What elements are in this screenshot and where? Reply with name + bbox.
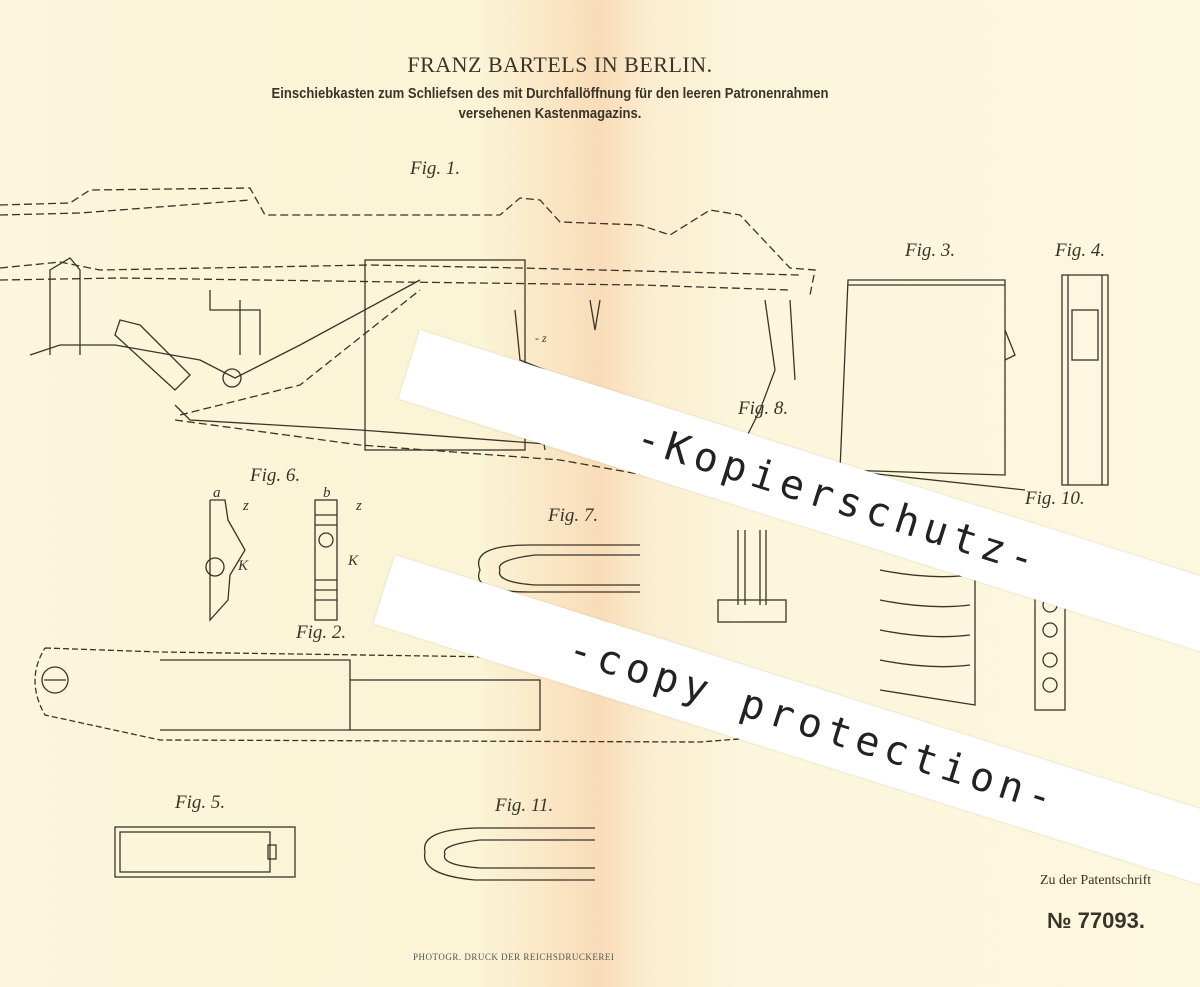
letter-b: b: [323, 485, 331, 501]
patent-subtitle-line2: versehenen Kastenmagazins.: [458, 106, 642, 122]
fig4-label: Fig. 4.: [1055, 240, 1106, 261]
fig3-box: [839, 279, 1026, 491]
patent-title: FRANZ BARTELS IN BERLIN.: [407, 52, 713, 77]
fig4-box-front: [1061, 274, 1109, 486]
letter-z-b: z: [356, 498, 362, 514]
fig11-label: Fig. 11.: [495, 795, 554, 816]
printer-credit: PHOTOGR. DRUCK DER REICHSDRUCKEREI: [413, 952, 615, 962]
fig5-box-side: [114, 826, 296, 878]
fig3-label: Fig. 3.: [905, 240, 956, 261]
fig11-clip: [423, 827, 595, 881]
fig7-clip: [477, 544, 640, 593]
fig5-label: Fig. 5.: [175, 792, 226, 813]
fig6-parts: [205, 499, 338, 622]
patent-subtitle-line1: Einschiebkasten zum Schliefsen des mit D…: [271, 86, 829, 102]
fig1-label: Fig. 1.: [410, 158, 461, 179]
fig6-label: Fig. 6.: [250, 465, 301, 486]
fig8-label: Fig. 8.: [738, 398, 789, 419]
patent-label: Zu der Patentschrift: [1040, 873, 1152, 888]
fig8-section: [717, 530, 787, 623]
letter-z-a: z: [243, 498, 249, 514]
patent-number: № 77093.: [1047, 908, 1145, 933]
fig10-label: Fig. 10.: [1025, 488, 1085, 509]
letter-a: a: [213, 485, 221, 501]
svg-text:- z: - z: [535, 331, 547, 345]
letter-k-b: K: [348, 553, 359, 569]
fig2-label: Fig. 2.: [296, 622, 347, 643]
letter-k-a: K: [238, 558, 249, 574]
fig7-label: Fig. 7.: [548, 505, 599, 526]
